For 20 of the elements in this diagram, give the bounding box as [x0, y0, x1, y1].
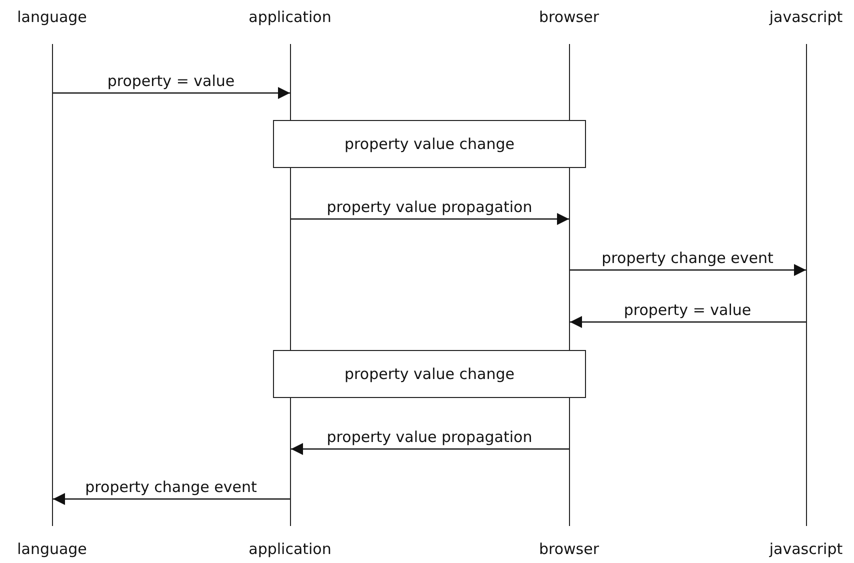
message-arrow	[53, 87, 290, 99]
message-arrow	[291, 443, 569, 455]
message-arrow	[570, 316, 806, 328]
message-label: property change event	[83, 479, 259, 495]
message-arrow	[291, 213, 569, 225]
lifeline	[806, 44, 807, 526]
note-box: property value change	[273, 350, 586, 398]
message-label: property change event	[600, 250, 776, 266]
participant-label: javascript	[769, 540, 843, 558]
participant-label: javascript	[769, 8, 843, 26]
message-arrow	[53, 493, 290, 505]
participant-label: application	[248, 540, 332, 558]
participant-label: browser	[538, 8, 599, 26]
participant-label: language	[17, 8, 87, 26]
lifeline	[52, 44, 53, 526]
note-box: property value change	[273, 120, 586, 168]
participant-label: browser	[538, 540, 599, 558]
participant-label: language	[17, 540, 87, 558]
message-arrow	[570, 264, 806, 276]
participant-label: application	[248, 8, 332, 26]
